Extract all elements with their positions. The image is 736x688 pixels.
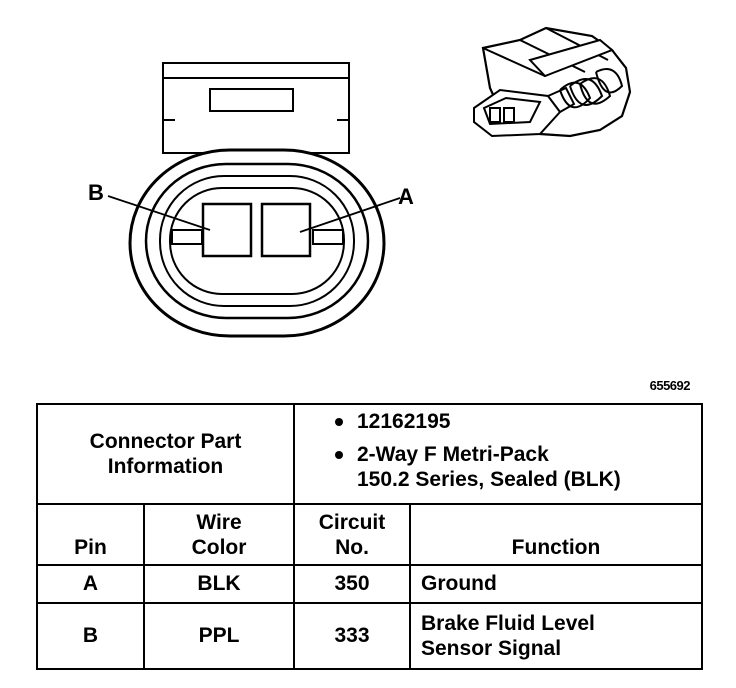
header-wire-line2: Color (191, 535, 247, 559)
row-b-function-line1: Brake Fluid Level (421, 611, 595, 635)
row-b-wire: PPL (143, 602, 295, 670)
connector-diagram: B A (88, 26, 632, 338)
bullet-icon (335, 451, 343, 460)
header-function: Function (408, 503, 704, 566)
row-b-pin: B (36, 602, 145, 670)
header-circuit-line1: Circuit (318, 510, 386, 534)
row-a-circuit: 350 (293, 564, 411, 604)
part-number: 12162195 (357, 410, 451, 433)
row-a-function-line1: Ground (421, 572, 497, 596)
connector-face-view (107, 62, 401, 338)
part-info-row: Connector Part Information 12162195 2-Wa… (36, 403, 704, 505)
bullet-icon (335, 418, 343, 426)
row-b-function: Brake Fluid Level Sensor Signal (408, 602, 704, 670)
header-circuit-line2: No. (335, 535, 369, 559)
row-a-wire: BLK (143, 564, 295, 604)
table-row: B PPL 333 Brake Fluid Level Sensor Signa… (36, 602, 704, 670)
header-pin: Pin (36, 503, 145, 566)
row-a-function: Ground (408, 564, 704, 604)
part-desc-line2: 150.2 Series, Sealed (BLK) (357, 468, 621, 492)
header-circuit-no: Circuit No. (293, 503, 411, 566)
header-wire-color: Wire Color (143, 503, 295, 566)
table-row: A BLK 350 Ground (36, 564, 704, 604)
connector-info-table: Connector Part Information 12162195 2-Wa… (36, 403, 704, 670)
pin-b-callout: B (88, 180, 104, 205)
figure-id: 655692 (649, 378, 691, 393)
header-wire-line1: Wire (196, 510, 242, 534)
row-a-pin: A (36, 564, 145, 604)
part-info-label-line2: Information (107, 455, 224, 478)
part-info-label: Connector Part Information (36, 403, 295, 505)
part-info-label-line1: Connector Part (89, 429, 242, 453)
pin-a-callout: A (398, 184, 414, 209)
header-row: Pin Wire Color Circuit No. Function (36, 503, 704, 566)
row-b-function-line2: Sensor Signal (421, 637, 562, 660)
connector-isometric-view (473, 26, 632, 138)
part-info-details: 12162195 2-Way F Metri-Pack 150.2 Series… (292, 403, 704, 505)
row-b-circuit: 333 (293, 602, 411, 670)
part-desc-line1: 2-Way F Metri-Pack (357, 443, 549, 467)
